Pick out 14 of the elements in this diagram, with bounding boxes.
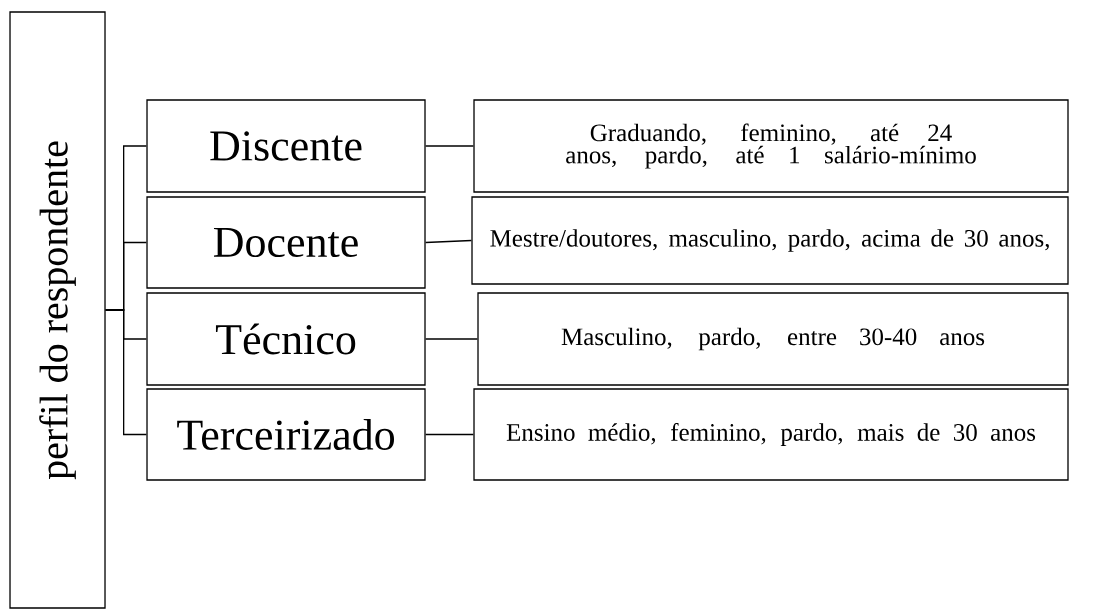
category-box: Terceirizado — [146, 388, 426, 481]
connector-line — [425, 239, 472, 244]
description-box: Mestre/doutores, masculino, pardo, acima de 30 anos, — [471, 196, 1069, 285]
description-box: Graduando, feminino, até 24 anos, pardo, até 1 salário-mínimo — [473, 99, 1069, 193]
connector-line — [425, 145, 474, 147]
description-box: Masculino, pardo, entre 30-40 anos — [477, 292, 1069, 386]
category-box: Técnico — [146, 292, 426, 386]
connector-line — [425, 338, 478, 340]
connector-line — [425, 433, 474, 436]
title-box: perfil do respondente — [9, 11, 106, 609]
description-box: Ensino médio, feminino, pardo, mais de 30 anos — [473, 388, 1069, 481]
bracket-line — [105, 309, 147, 436]
category-box: Discente — [146, 99, 426, 193]
category-box: Docente — [146, 196, 426, 289]
